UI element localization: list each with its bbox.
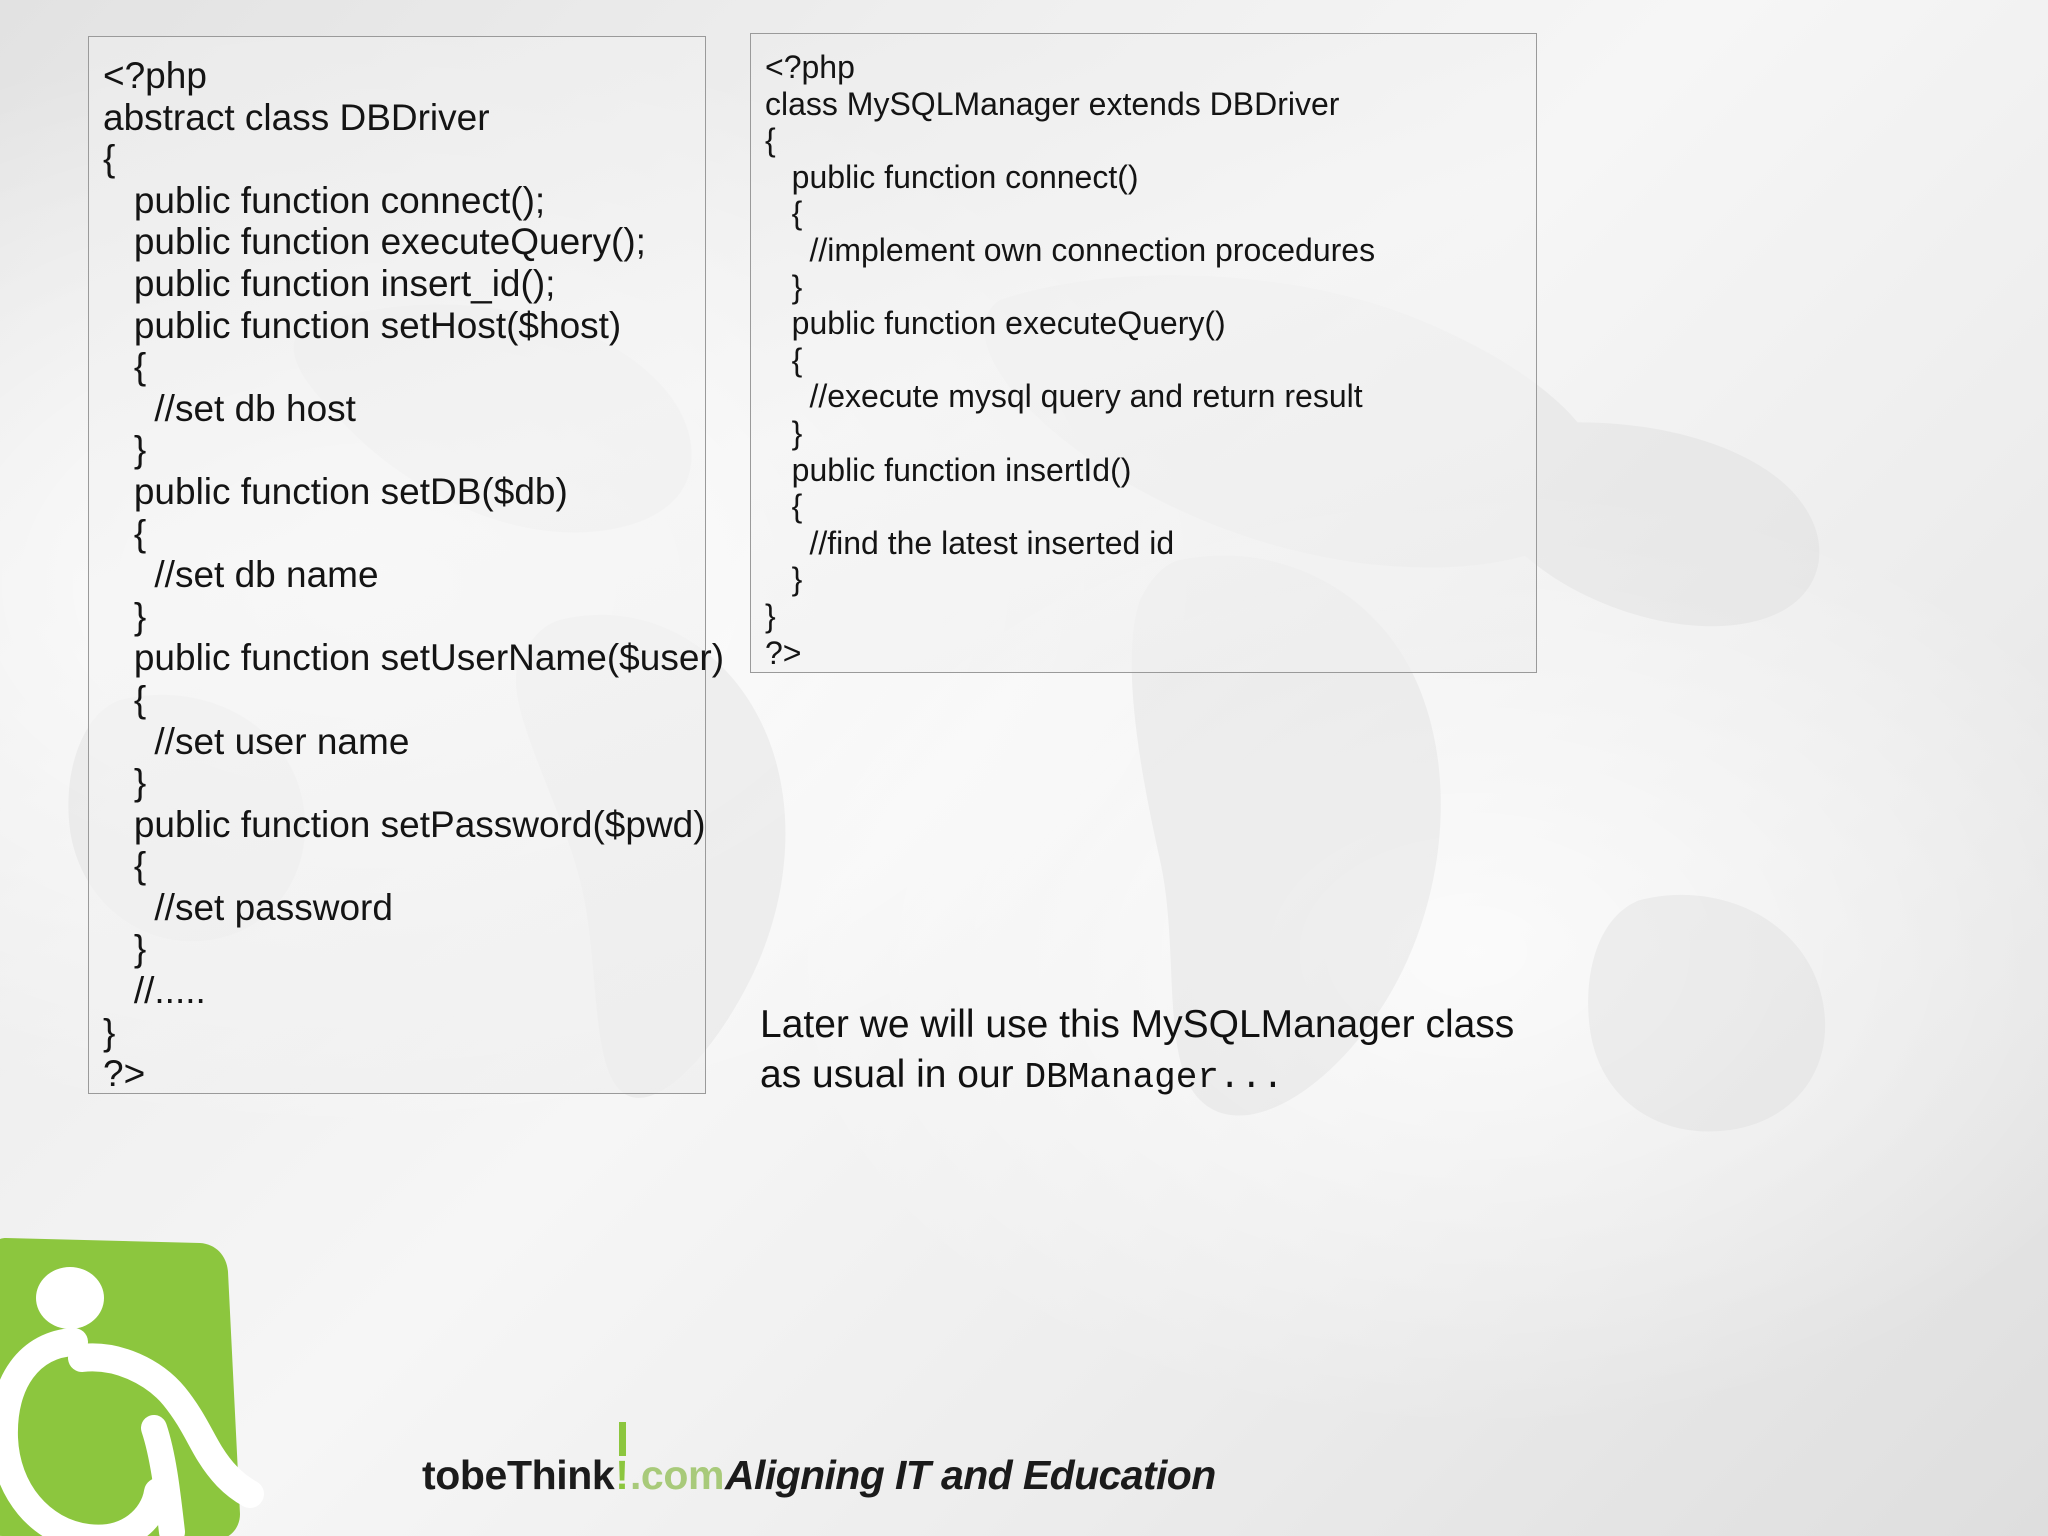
code-line: ?>	[765, 634, 802, 671]
code-line: {	[765, 195, 803, 232]
note-line-1: Later we will use this MySQLManager clas…	[760, 1003, 1515, 1046]
note-line-2-prefix: as usual in our	[760, 1052, 1025, 1096]
code-line: {	[103, 678, 147, 720]
abstract-dbdriver-code-lines: <?php abstract class DBDriver { public f…	[89, 37, 724, 1095]
footer-brand: tobeThink ! .com Aligning IT and Educati…	[422, 1422, 1216, 1499]
code-line: {	[103, 346, 147, 388]
note-dbmanager-token: DBManager...	[1024, 1056, 1284, 1098]
code-line: }	[765, 561, 803, 598]
code-line: {	[765, 341, 803, 378]
code-line: <?php	[103, 55, 207, 96]
code-line: class MySQLManager extends DBDriver	[765, 85, 1340, 122]
brand-tagline: Aligning IT and Education	[725, 1452, 1216, 1498]
code-line: abstract class DBDriver	[103, 96, 490, 138]
explanatory-note: Later we will use this MySQLManager clas…	[760, 1000, 1780, 1101]
code-line: public function insertId()	[765, 451, 1132, 488]
code-line: public function insert_id();	[103, 262, 556, 304]
code-line: //implement own connection procedures	[765, 231, 1376, 268]
code-line: }	[103, 1011, 116, 1053]
code-line: }	[103, 762, 147, 804]
tobethink-thinker-logo	[0, 1232, 270, 1536]
code-line: <?php	[765, 49, 855, 85]
mysqlmanager-code-box: <?php class MySQLManager extends DBDrive…	[750, 33, 1537, 673]
code-line: {	[765, 488, 803, 525]
brand-name: tobeThink	[422, 1452, 615, 1498]
code-line: {	[103, 845, 147, 887]
abstract-dbdriver-code-box: <?php abstract class DBDriver { public f…	[88, 36, 724, 1094]
note-line-2: as usual in our DBManager...	[760, 1050, 1780, 1101]
code-line: }	[765, 268, 803, 305]
code-line: public function connect();	[103, 179, 546, 221]
code-line: {	[103, 512, 147, 554]
code-line: }	[765, 597, 776, 634]
code-line: }	[103, 595, 147, 637]
brand-tld: .com	[629, 1452, 725, 1498]
code-line: public function setUserName($user)	[103, 637, 725, 679]
code-line: public function setHost($host)	[103, 304, 622, 346]
code-line: public function setDB($db)	[103, 470, 568, 512]
code-line: //set db name	[103, 554, 379, 596]
code-line: public function connect()	[765, 158, 1139, 195]
code-line: }	[103, 928, 147, 970]
mysqlmanager-code-lines: <?php class MySQLManager extends DBDrive…	[751, 34, 1375, 671]
code-line: {	[103, 138, 116, 180]
code-line: //set user name	[103, 720, 410, 762]
brand-exclamation-icon: !	[615, 1422, 629, 1498]
code-line: //.....	[103, 970, 206, 1012]
code-line: public function executeQuery();	[103, 221, 646, 263]
code-line: }	[103, 429, 147, 471]
code-line: //set db host	[103, 387, 356, 429]
code-line: //set password	[103, 886, 393, 928]
code-line: }	[765, 414, 803, 451]
code-line: {	[765, 122, 776, 159]
code-line: ?>	[103, 1053, 146, 1095]
code-line: //execute mysql query and return result	[765, 378, 1363, 415]
code-line: public function executeQuery()	[765, 305, 1226, 342]
code-line: //find the latest inserted id	[765, 524, 1175, 561]
code-line: public function setPassword($pwd)	[103, 803, 706, 845]
